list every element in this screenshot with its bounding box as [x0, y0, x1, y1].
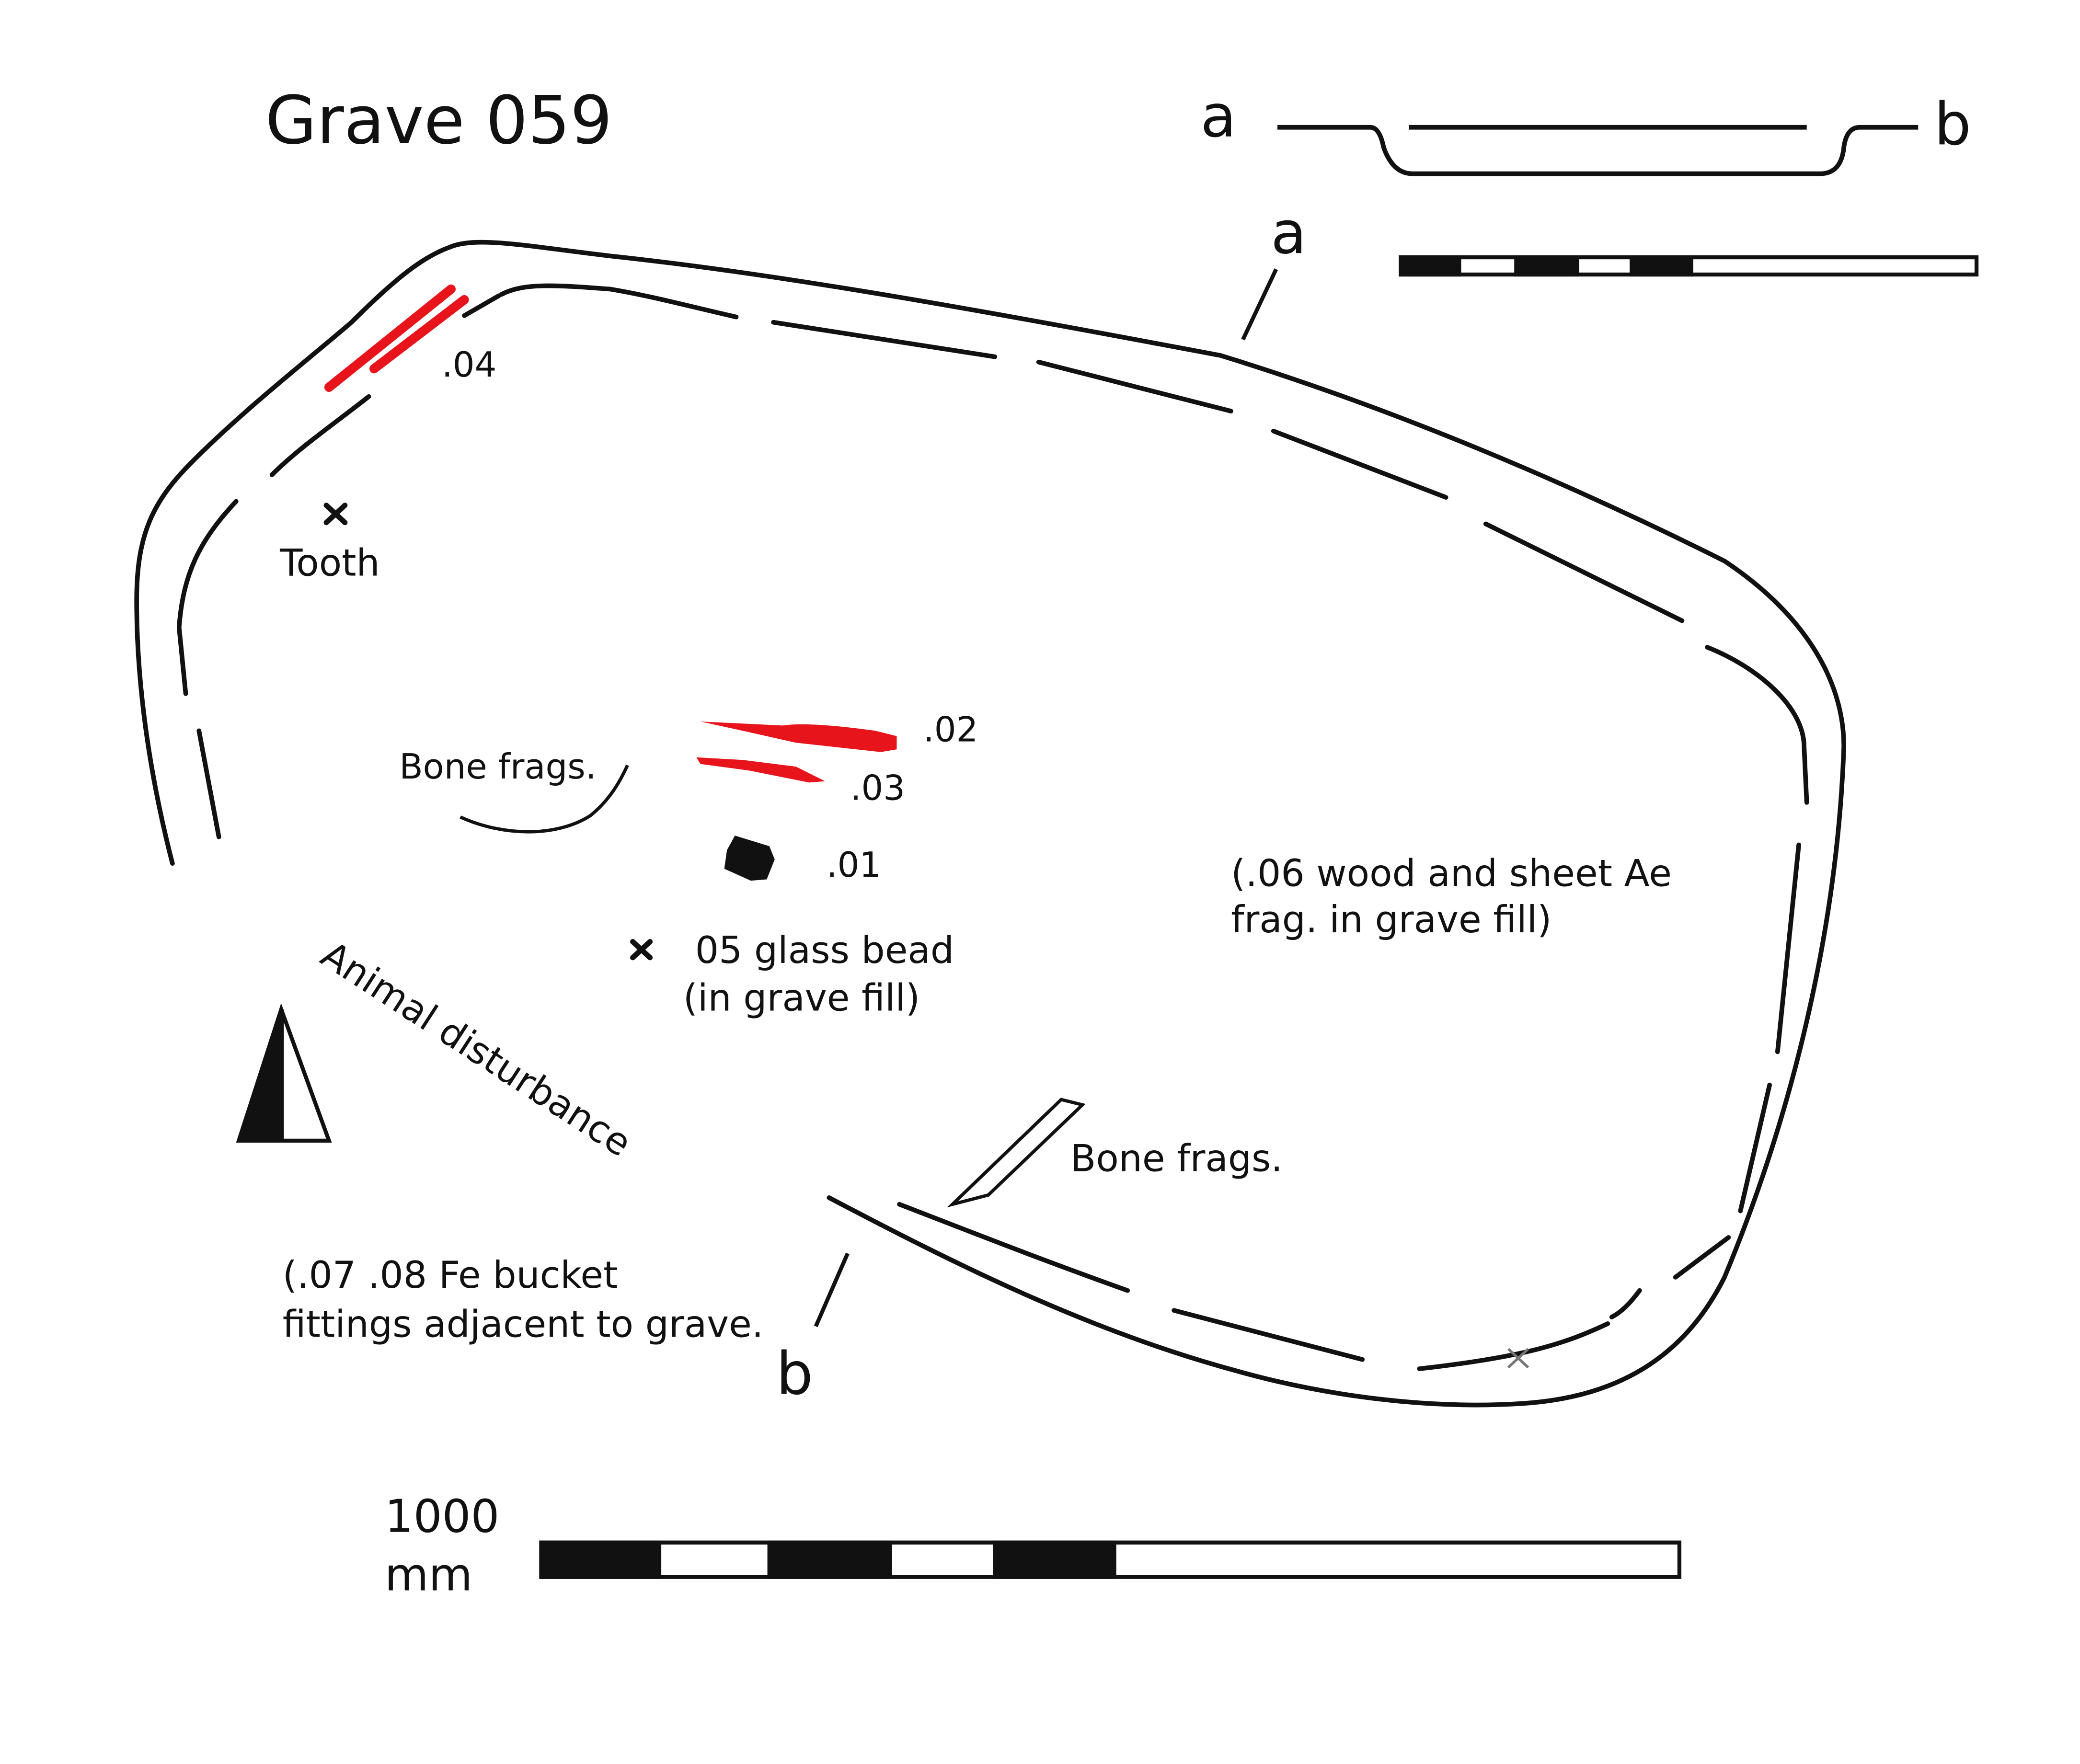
main-scale-bar	[539, 1540, 1682, 1579]
section-line-markers	[814, 268, 1278, 1328]
glass-bead-marker-icon	[630, 939, 653, 961]
section-label-b: b	[1934, 91, 1971, 159]
edge-x-marker-icon	[1507, 1348, 1529, 1369]
section-profile	[1277, 125, 1919, 176]
find-01-label: .01	[827, 845, 881, 885]
bucket-note-2: fittings adjacent to grave.	[283, 1303, 764, 1346]
grave-inner-edge	[176, 283, 1809, 1371]
bone-frags-label-1: Bone frags.	[399, 746, 596, 787]
grave-outer-edge	[134, 240, 1847, 1408]
find-03-label: .03	[850, 767, 905, 808]
glass-bead-label-1: 05 glass bead	[695, 929, 954, 972]
scale-value: 1000	[385, 1491, 500, 1543]
bone-frags-arc	[460, 764, 629, 834]
tooth-label: Tooth	[279, 541, 380, 584]
find-04-marks	[324, 284, 469, 392]
cut-label-b: b	[776, 1340, 813, 1408]
find-03-mark	[696, 757, 826, 783]
find-01-mark	[724, 836, 775, 881]
tooth-marker-icon	[323, 503, 348, 526]
section-scale-bar	[1399, 255, 1979, 277]
wood-sheet-note-1: (.06 wood and sheet Ae	[1231, 852, 1672, 895]
glass-bead-label-2: (in grave fill)	[683, 977, 920, 1020]
find-02-mark	[700, 722, 897, 752]
find-04-label: .04	[442, 344, 496, 385]
wood-sheet-note-2: frag. in grave fill)	[1231, 898, 1551, 941]
scale-unit: mm	[385, 1549, 472, 1601]
bone-frags-label-2: Bone frags.	[1070, 1137, 1283, 1180]
animal-disturbance-note: Animal disturbance	[313, 933, 639, 1166]
cut-label-a: a	[1271, 199, 1307, 267]
bone-frags-outline	[946, 1098, 1086, 1208]
plan-title: Grave 059	[265, 82, 612, 159]
section-label-a: a	[1200, 82, 1236, 150]
north-arrow-icon	[236, 1003, 332, 1143]
find-02-label: .02	[923, 710, 978, 750]
bucket-note-1: (.07 .08 Fe bucket	[283, 1254, 618, 1297]
